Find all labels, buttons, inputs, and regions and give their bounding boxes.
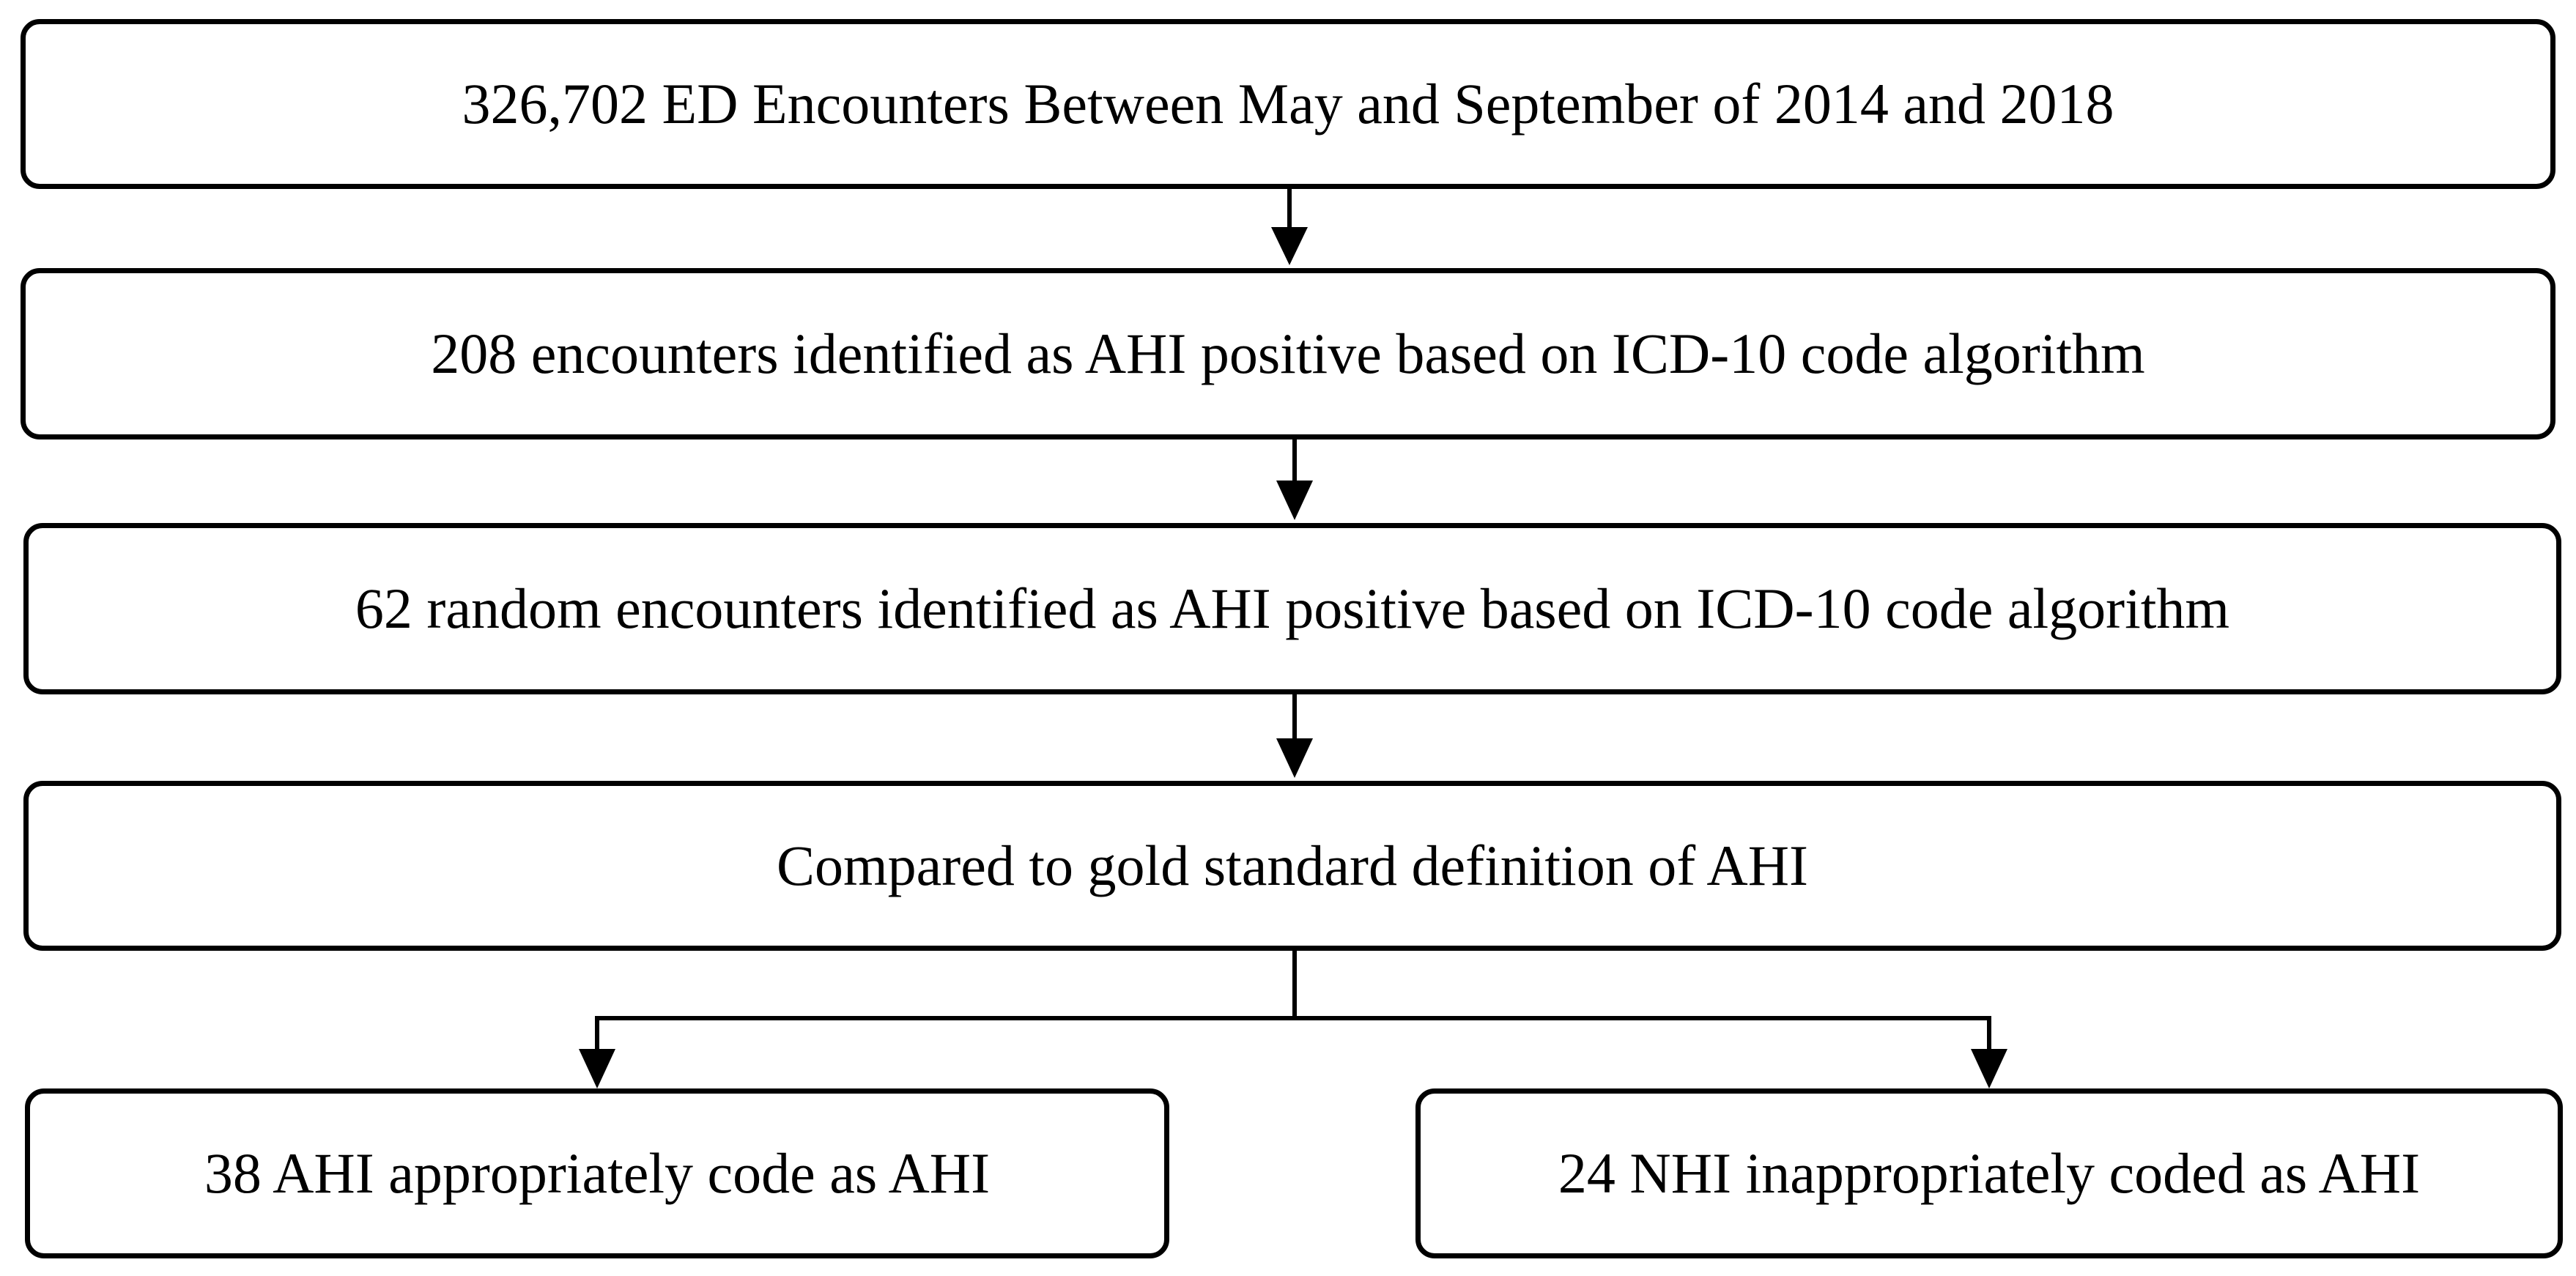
arrowhead-left: [579, 1049, 615, 1088]
arrow-step1-to-step2: [1271, 189, 1308, 265]
arrow-step2-to-step3: [1276, 439, 1313, 520]
arrow-step3-to-step4: [1276, 694, 1313, 778]
step-label-icd10-identified: 208 encounters identified as AHI positiv…: [431, 322, 2145, 385]
outcome-box-inappropriate: 24 NHI inappropriately coded as AHI: [1415, 1088, 2563, 1258]
arrowhead-right: [1971, 1049, 2007, 1088]
step-box-encounters: 326,702 ED Encounters Between May and Se…: [21, 19, 2555, 189]
step-label-gold-standard: Compared to gold standard definition of …: [776, 834, 1809, 897]
split-connector: [579, 951, 2007, 1088]
step-label-random-sample: 62 random encounters identified as AHI p…: [355, 576, 2230, 640]
outcome-label-appropriate: 38 AHI appropriately code as AHI: [204, 1141, 991, 1205]
outcome-box-appropriate: 38 AHI appropriately code as AHI: [25, 1088, 1169, 1258]
step-label-encounters: 326,702 ED Encounters Between May and Se…: [462, 72, 2114, 136]
step-box-icd10-identified: 208 encounters identified as AHI positiv…: [21, 268, 2555, 439]
step-box-gold-standard: Compared to gold standard definition of …: [23, 781, 2561, 951]
outcome-label-inappropriate: 24 NHI inappropriately coded as AHI: [1558, 1141, 2421, 1205]
step-box-random-sample: 62 random encounters identified as AHI p…: [23, 523, 2561, 694]
